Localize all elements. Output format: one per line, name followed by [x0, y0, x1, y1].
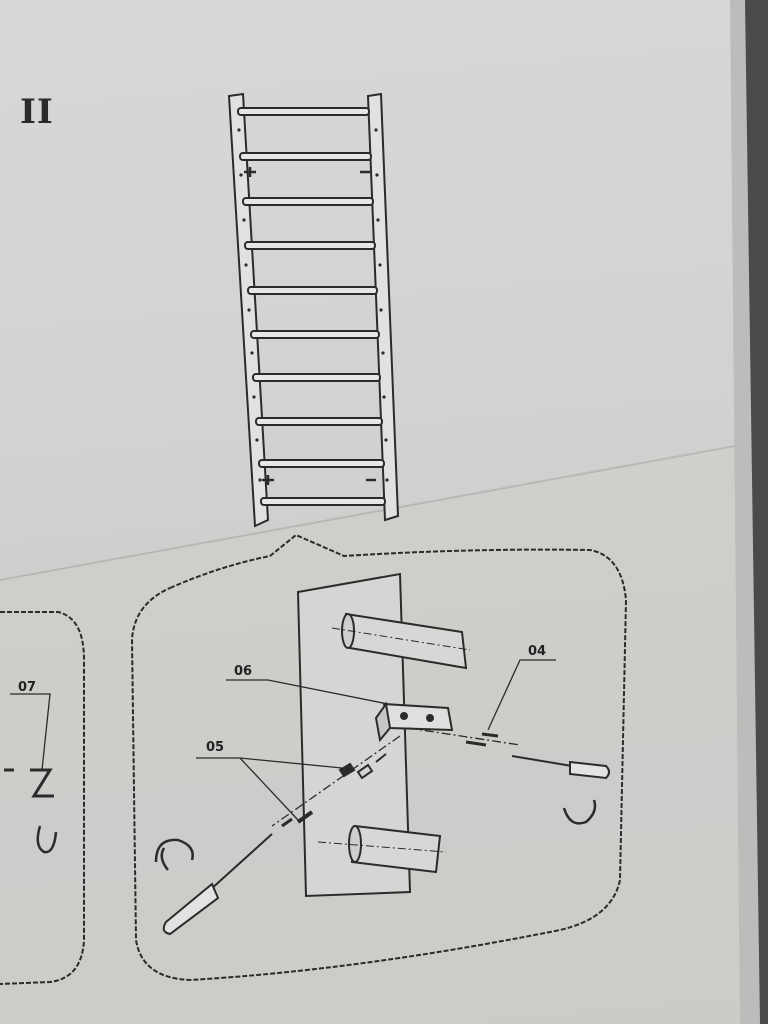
callout-04: 04 — [528, 644, 547, 659]
leader-lines — [10, 659, 556, 821]
ladder-rungs — [237, 107, 386, 506]
upper-rung — [331, 612, 471, 670]
screwdriver-right — [511, 755, 610, 780]
lower-rung — [317, 824, 447, 874]
bracket-plate — [374, 701, 454, 743]
rotation-arrow-icons — [36, 799, 597, 871]
section-number: II — [20, 92, 54, 132]
rail-holes — [237, 128, 389, 482]
left-detail-bubble-outline — [0, 611, 85, 985]
screws — [465, 732, 499, 747]
callout-07: 07 — [18, 680, 37, 695]
callout-06: 06 — [234, 664, 253, 679]
bolts — [281, 753, 387, 828]
callout-05: 05 — [206, 740, 225, 755]
detail-bubble-outline — [130, 533, 628, 982]
part-07 — [4, 768, 54, 798]
wall-brackets-small — [244, 167, 376, 485]
screwdriver-left — [162, 833, 273, 936]
